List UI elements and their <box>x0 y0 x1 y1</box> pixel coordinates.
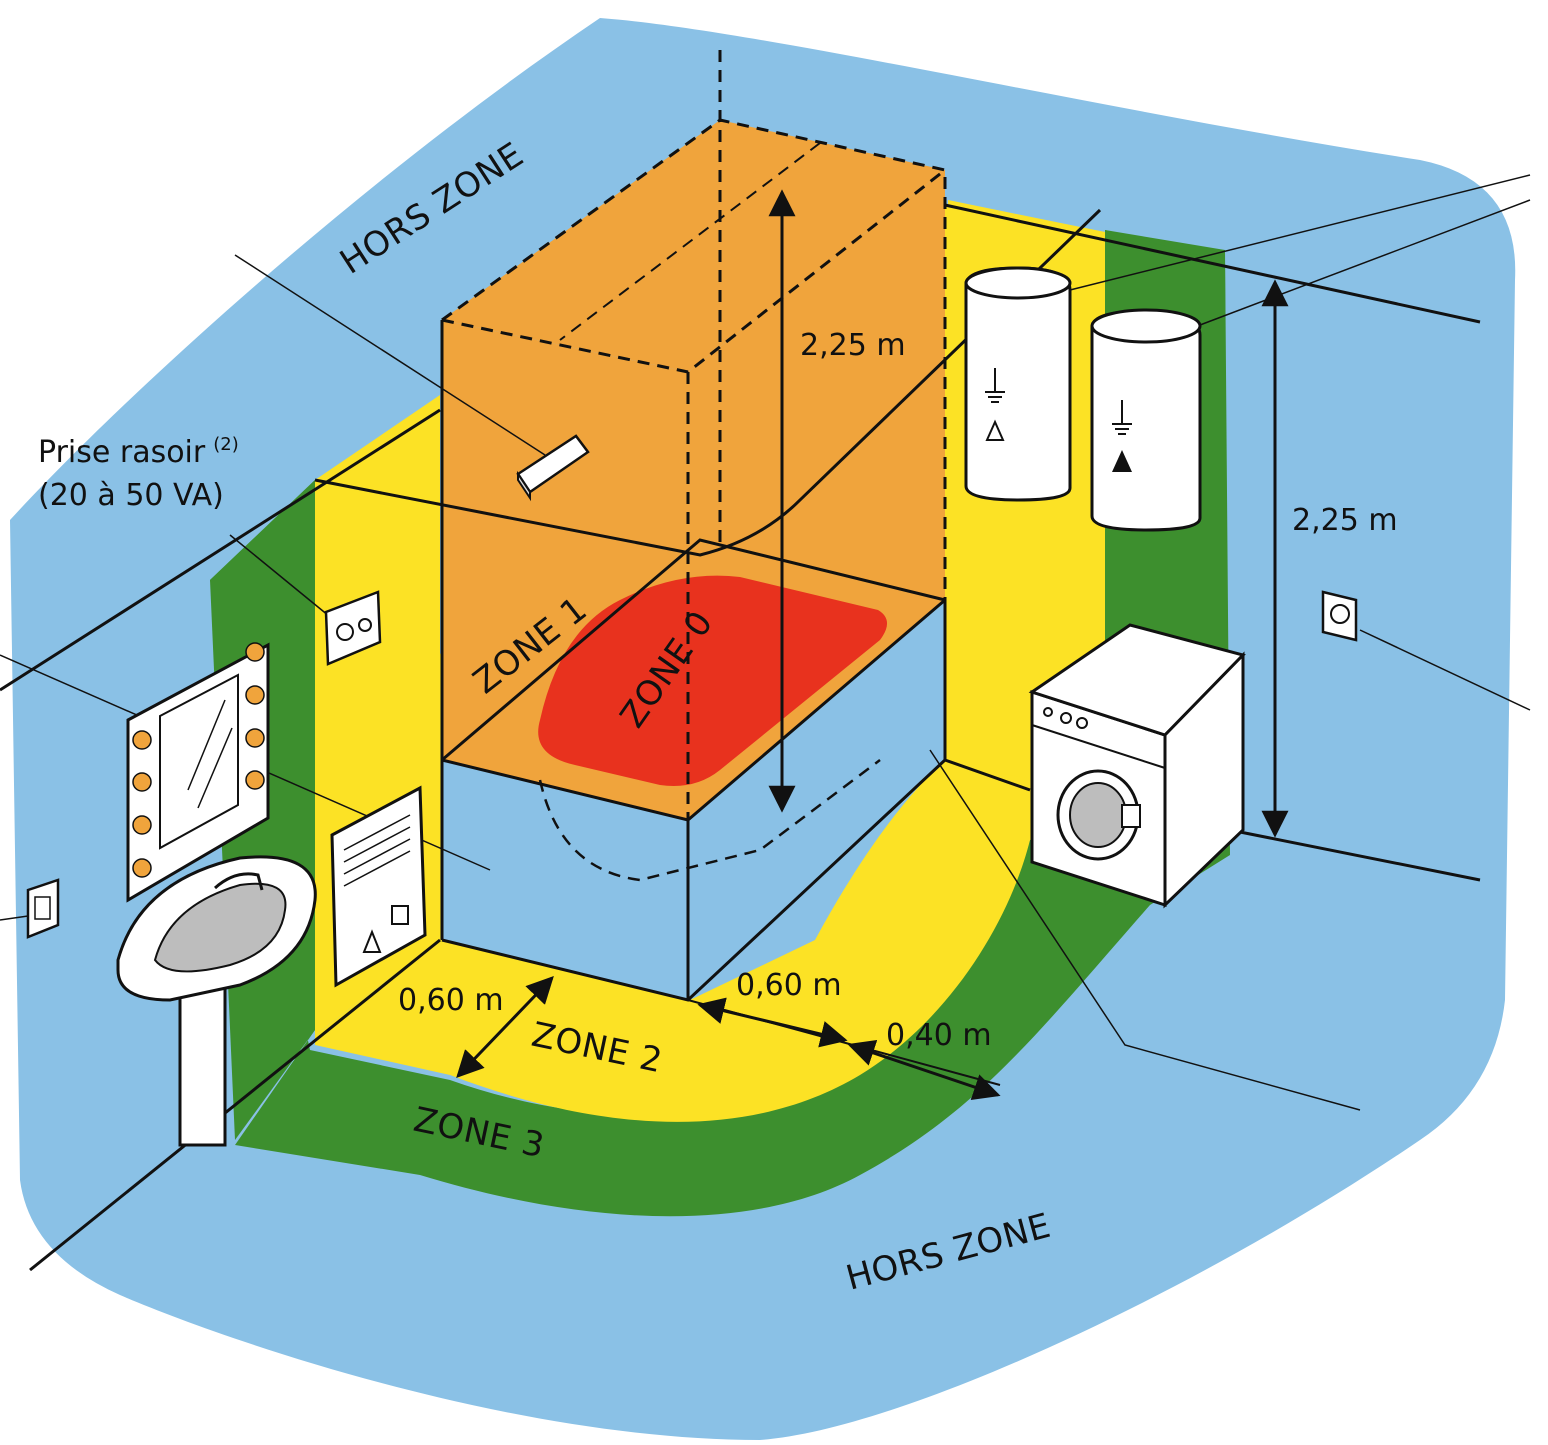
wall-heater-panel <box>330 785 427 988</box>
razor-outlet-title-text: Prise rasoir <box>38 435 206 470</box>
dim-height-zone1: 2,25 m <box>800 328 906 363</box>
razor-outlet <box>324 590 382 666</box>
razor-outlet-power: (20 à 50 VA) <box>38 478 224 513</box>
wall-socket-right <box>1321 590 1358 642</box>
dim-zone3-width: 0,40 m <box>886 1018 992 1053</box>
razor-outlet-title: Prise rasoir (2) <box>38 434 239 470</box>
class2-symbol-small <box>1112 450 1132 472</box>
mirror-with-lights <box>126 642 270 903</box>
zone0-area <box>538 575 888 786</box>
outlines <box>0 50 1481 1272</box>
razor-outlet-footnote: (2) <box>213 434 239 455</box>
wall-switch-left <box>26 878 60 939</box>
dim-zone2-front: 0,60 m <box>398 983 504 1018</box>
earth-symbol-large <box>985 368 1005 403</box>
warning-symbol-large <box>985 419 1005 441</box>
washing-machine <box>1028 623 1246 909</box>
bathtub-end-side <box>688 600 945 1000</box>
earth-symbol-small <box>1112 400 1132 435</box>
ceiling-light <box>516 434 590 502</box>
water-heater-large <box>964 266 1072 502</box>
zone3-floor <box>210 230 1230 1217</box>
washbasin <box>116 855 317 1147</box>
dim-height-room: 2,25 m <box>1292 503 1398 538</box>
water-heater-small <box>1090 308 1202 532</box>
dim-zone2-side: 0,60 m <box>736 968 842 1003</box>
bathtub-front-side <box>442 760 688 1000</box>
zone1-top-face <box>442 120 945 372</box>
dimension-arrows <box>456 189 1289 1101</box>
